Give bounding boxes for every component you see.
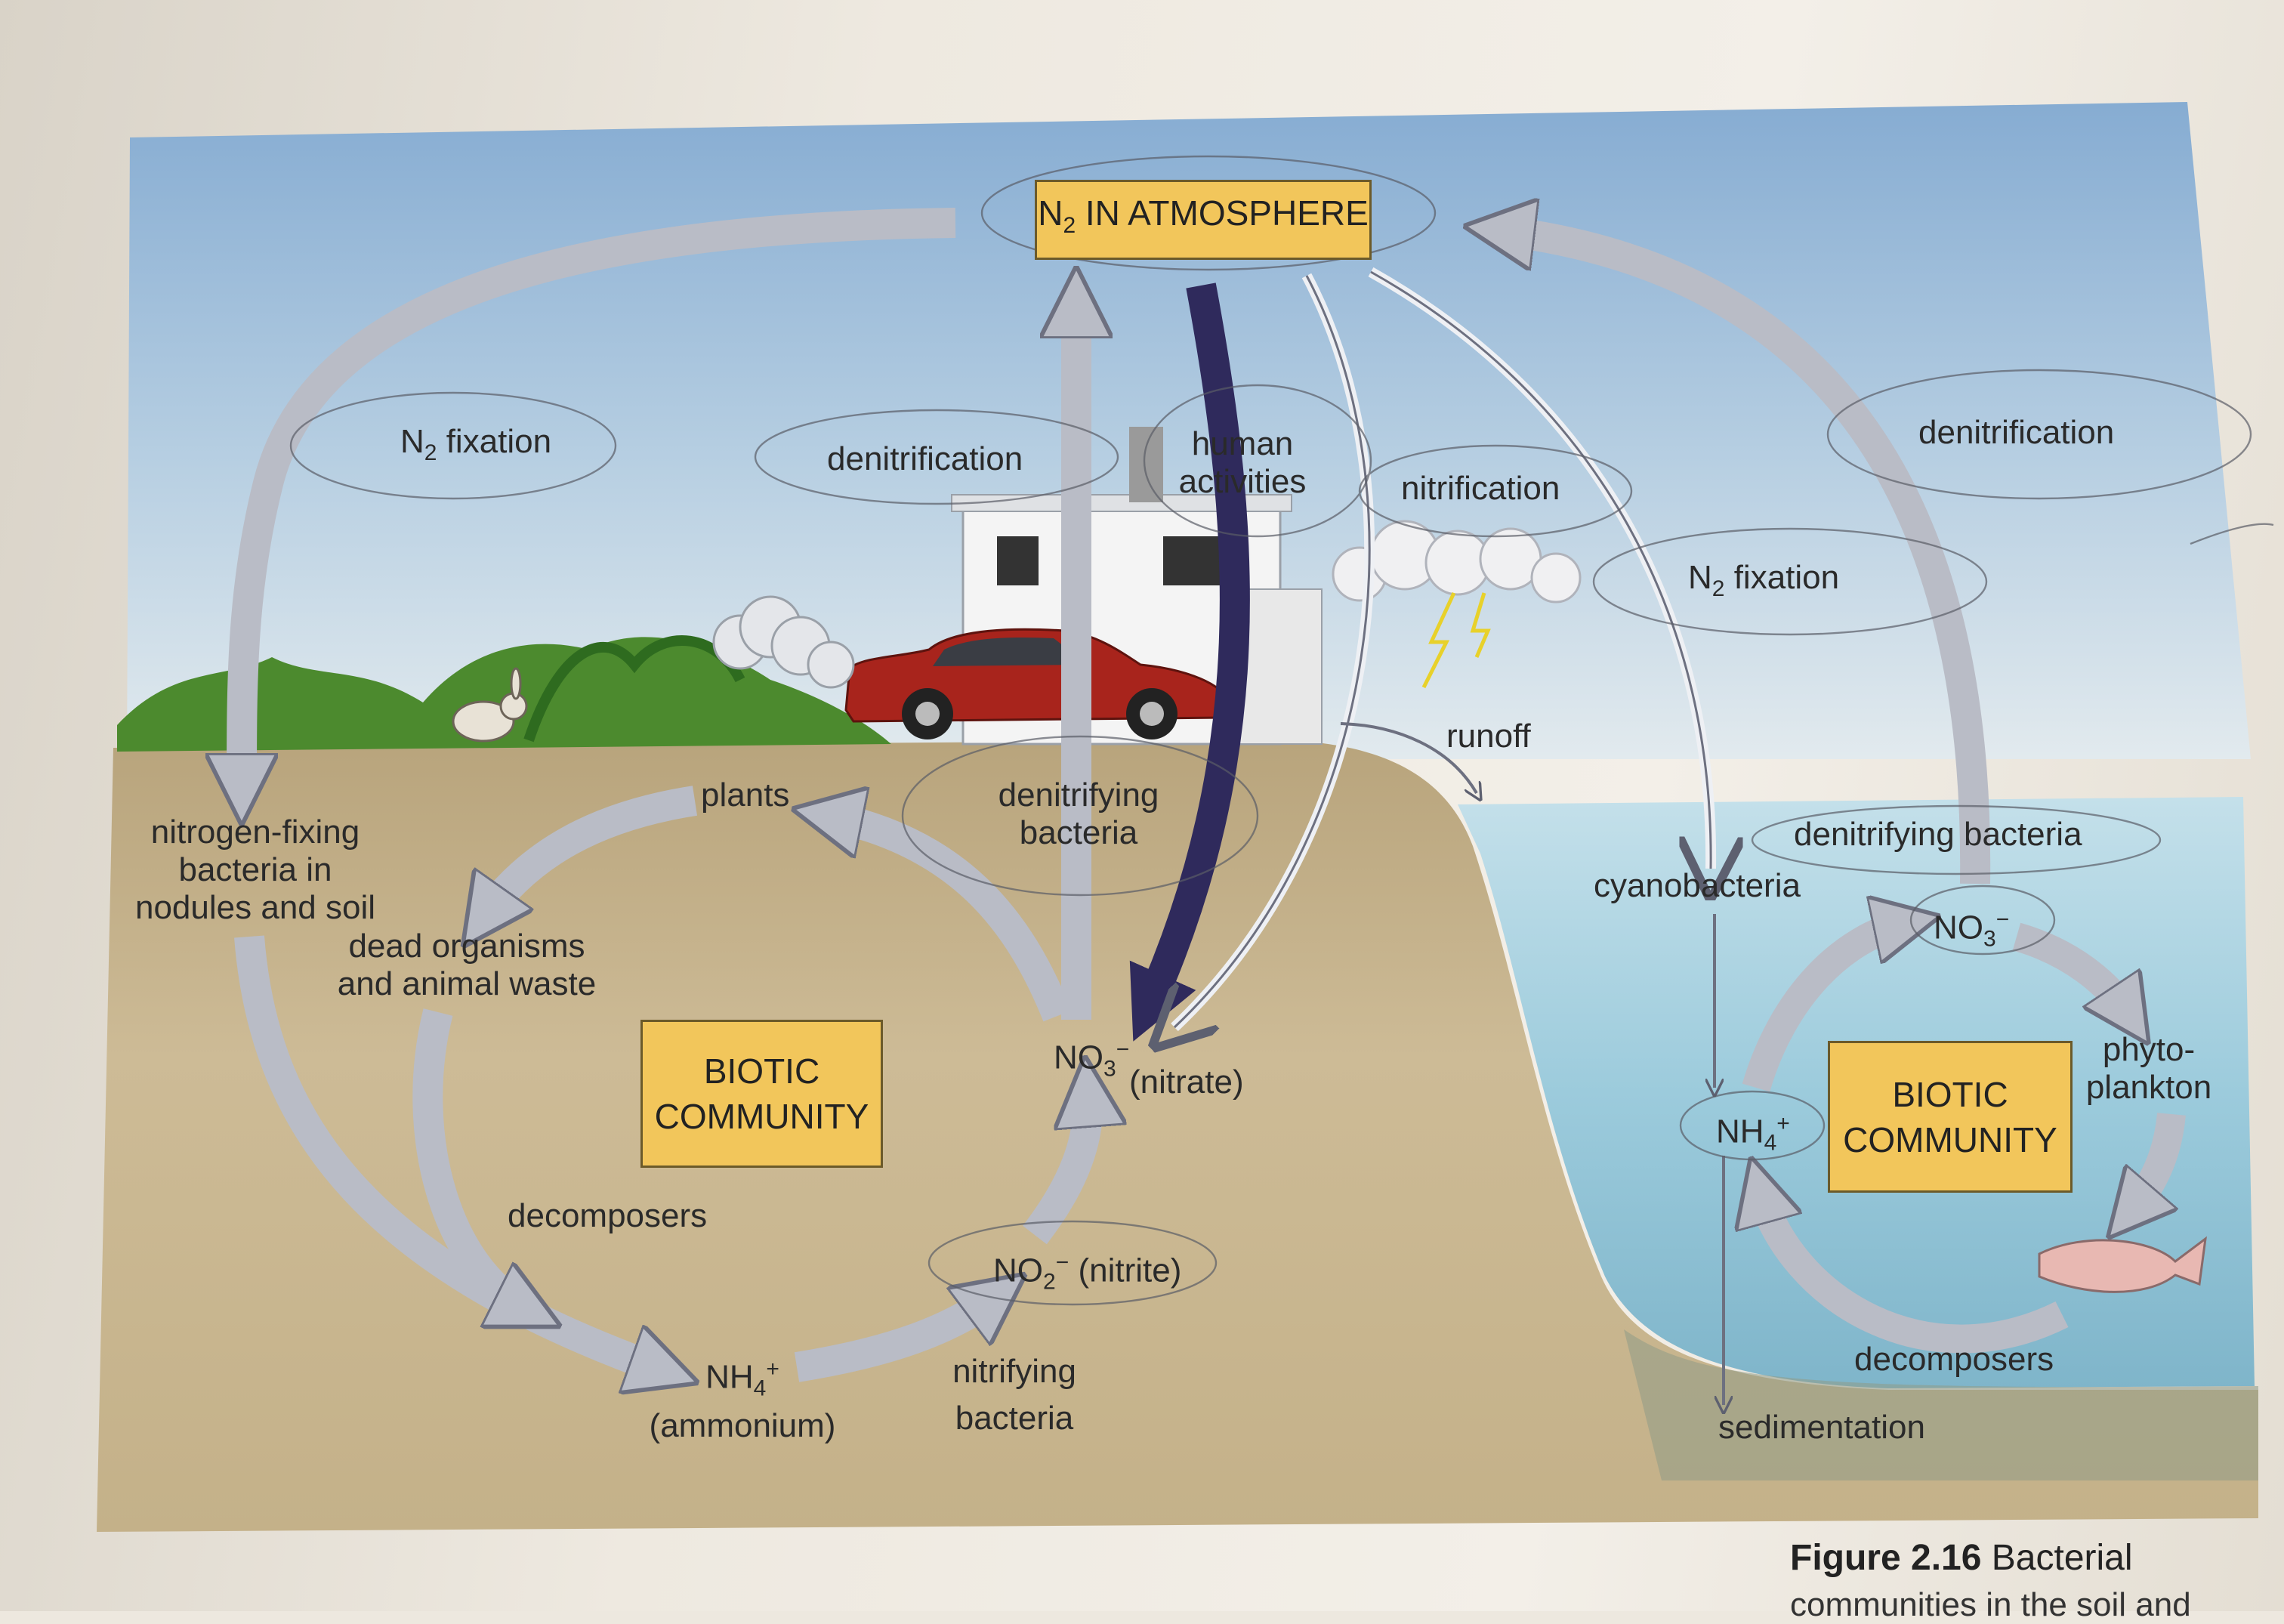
label-nitrite: NO2− (nitrite): [993, 1250, 1182, 1295]
label-ammonium: NH4+(ammonium): [649, 1357, 836, 1445]
arrow-nitrate-to-plants: [827, 816, 1072, 1022]
label-n2-fixation-right: N2 fixation: [1688, 559, 1840, 601]
label-n2-fixation-left: N2 fixation: [400, 423, 552, 465]
label-decomposers-soil: decomposers: [508, 1197, 708, 1234]
label-phytoplankton: phyto-plankton: [2085, 1031, 2212, 1106]
pencil-annotations: [289, 155, 2274, 1306]
label-decomposers-water: decomposers: [1854, 1341, 2054, 1378]
label-cyanobacteria: cyanobacteria: [1594, 867, 1801, 904]
car: [844, 628, 1229, 739]
label-plants: plants: [701, 776, 790, 814]
label-sedimentation: sedimentation: [1718, 1409, 1925, 1446]
label-no3-water: NO3−: [1934, 907, 2010, 952]
label-nitrate-name: (nitrate): [1129, 1064, 1244, 1101]
figure-caption: Figure 2.16 Bacterial: [1790, 1538, 2133, 1578]
water-sediment: [1624, 1329, 2258, 1480]
sky: [127, 102, 2251, 759]
figure-caption-line2: communities in the soil and: [1790, 1586, 2191, 1623]
arrow-decomposers-to-nh4: [1760, 1190, 2069, 1354]
exhaust-cloud: [712, 595, 855, 689]
label-denitrifying-bacteria-water: denitrifying bacteria: [1794, 816, 2082, 853]
fish: [2038, 1236, 2207, 1293]
label-nitrification: nitrification: [1401, 470, 1560, 507]
arrow-human-activities: [1129, 283, 1250, 1042]
label-denitrification-right: denitrification: [1918, 414, 2115, 451]
label-nh4-water: NH4+: [1716, 1111, 1790, 1156]
grass: [117, 637, 891, 752]
arrow-denitrification-right: [1499, 230, 1991, 885]
arrow-ammonium-to-nitrite: [794, 1295, 997, 1382]
rabbit: [452, 667, 528, 743]
arrow-n2-fixation-left: [242, 208, 956, 789]
label-denitrification-left: denitrification: [827, 440, 1023, 477]
arrow-waste-to-ammonium: [412, 1008, 529, 1311]
label-nitrate: NO3−: [1054, 1037, 1130, 1082]
arrows: [242, 208, 2186, 1405]
n2-atmosphere-box: N2 IN ATMOSPHERE: [1035, 180, 1372, 260]
arrow-runoff: [1340, 722, 1477, 793]
lightning-bolt: [1470, 592, 1491, 658]
arrow-phyto-to-fish: [2130, 1113, 2186, 1212]
lightning-bolt: [1421, 591, 1456, 689]
arrow-nitrite-to-nitrate: [1023, 1091, 1088, 1245]
arrow-nh4-to-no3: [1742, 923, 1907, 1092]
arrow-plants-to-waste: [483, 786, 698, 918]
label-runoff: runoff: [1446, 718, 1531, 755]
